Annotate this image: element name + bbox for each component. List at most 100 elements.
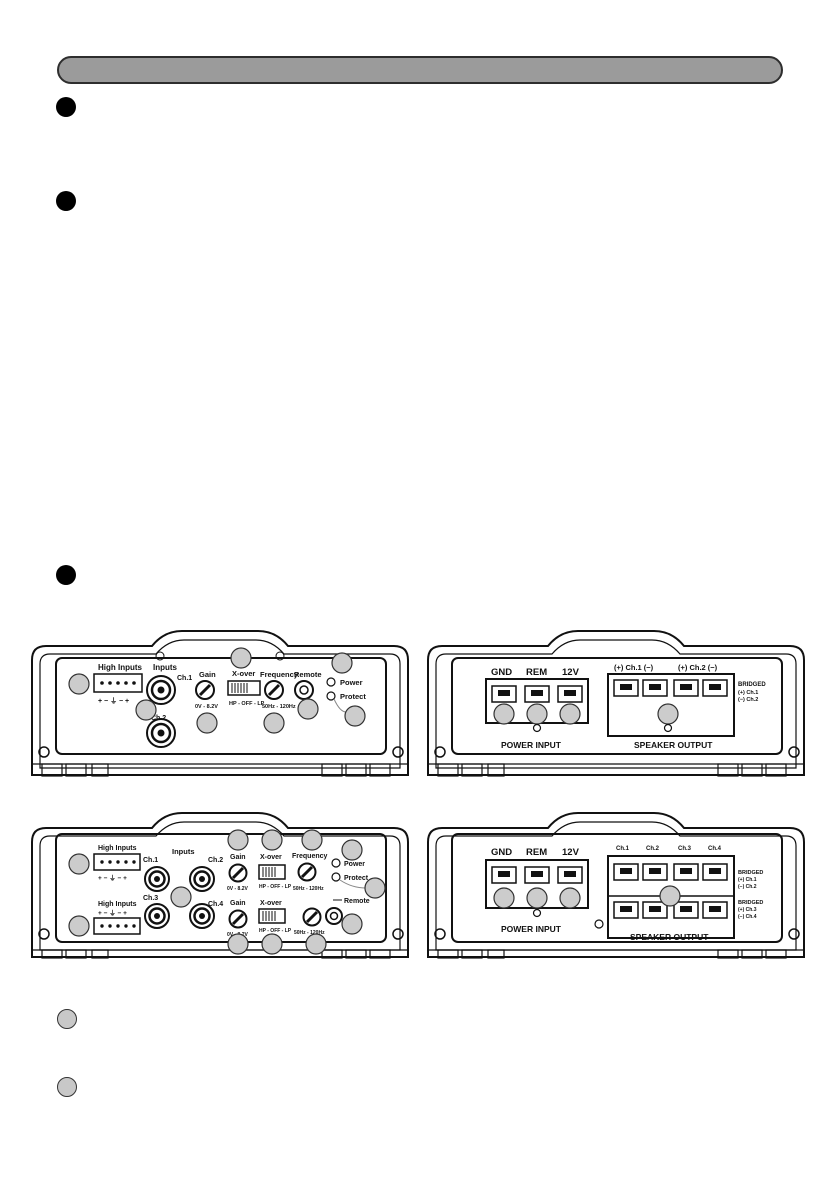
ch1-terminal-label: (+) Ch.1 (−)	[614, 663, 654, 672]
freq-range-2: 50Hz - 120Hz	[294, 930, 325, 936]
high-inputs-1-label: High Inputs	[98, 845, 137, 852]
callout-marker	[227, 829, 249, 851]
callout-marker	[135, 699, 157, 721]
ch4-terminal-label: Ch.4	[708, 846, 722, 852]
remote-label: Remote	[294, 670, 322, 679]
protect-led	[326, 691, 336, 701]
bridged-a-plus: (+) Ch.1	[738, 877, 757, 883]
bridged-b-label: BRIDGED	[738, 900, 763, 906]
callout-marker	[493, 887, 515, 909]
section-header-bar	[57, 56, 783, 84]
callout-marker	[263, 712, 285, 734]
ch2-terminal-label: (+) Ch.2 (−)	[678, 663, 718, 672]
freq-range: 50Hz - 120Hz	[262, 704, 296, 710]
legend-bullet-2	[57, 1077, 77, 1097]
amp-2ch-rear-panel: GND REM 12V POWER INPUT (+) Ch.1 (−) (+)…	[418, 630, 814, 780]
high-inputs-connector-1	[93, 853, 141, 871]
xover-2-label: X-over	[260, 900, 282, 907]
high-pins-2: + − ⏚ − +	[98, 909, 127, 917]
amp-4ch-rear-panel: GND REM 12V POWER INPUT Ch.1 Ch.2 Ch.3 C…	[418, 812, 814, 962]
callout-marker	[344, 705, 366, 727]
high-inputs-connector-2	[93, 917, 141, 935]
callout-marker	[68, 673, 90, 695]
frequency-label: Frequency	[260, 670, 299, 679]
12v-label: 12V	[562, 667, 580, 678]
callout-marker	[297, 698, 319, 720]
rem-label: REM	[526, 847, 547, 858]
gain-1-label: Gain	[230, 854, 246, 861]
power-led	[326, 677, 336, 687]
xover-1-label: X-over	[260, 854, 282, 861]
callout-marker	[657, 703, 679, 725]
power-input-label: POWER INPUT	[501, 924, 562, 934]
callout-marker	[227, 933, 249, 955]
protect-led	[331, 872, 341, 882]
bridged-minus-label: (−) Ch.2	[738, 697, 758, 703]
ch3-label: Ch.3	[143, 895, 158, 902]
callout-marker	[341, 913, 363, 935]
callout-marker	[230, 647, 252, 669]
callout-marker	[341, 839, 363, 861]
power-label: Power	[344, 861, 365, 868]
inputs-label: Inputs	[153, 663, 178, 672]
callout-marker	[526, 887, 548, 909]
ch1-terminal-label: Ch.1	[616, 846, 630, 852]
section-bullet-2	[56, 191, 76, 211]
xover-modes-2: HP - OFF - LP	[259, 928, 292, 934]
ch2-label: Ch.2	[151, 715, 166, 722]
callout-marker	[261, 933, 283, 955]
bridged-a-minus: (−) Ch.2	[738, 884, 757, 890]
callout-marker	[196, 712, 218, 734]
frequency-1-label: Frequency	[292, 853, 328, 860]
callout-marker	[301, 829, 323, 851]
callout-marker	[559, 703, 581, 725]
ch2-label: Ch.2	[208, 857, 223, 864]
legend-bullet-1	[57, 1009, 77, 1029]
bridged-b-minus: (−) Ch.4	[738, 914, 757, 920]
section-bullet-3	[56, 565, 76, 585]
ch3-terminal-label: Ch.3	[678, 846, 692, 852]
speaker-output-label: SPEAKER OUTPUT	[630, 932, 709, 942]
xover-label: X-over	[232, 669, 255, 678]
callout-marker	[305, 933, 327, 955]
ch4-label: Ch.4	[208, 901, 223, 908]
ch1-label: Ch.1	[177, 675, 192, 682]
callout-marker	[526, 703, 548, 725]
power-led	[331, 858, 341, 868]
bridged-label: BRIDGED	[738, 682, 766, 688]
remote-label: Remote	[344, 898, 370, 905]
section-bullet-1	[56, 97, 76, 117]
amp-2ch-front-panel: High Inputs + − ⏚ − + Inputs Ch.1 Ch.2 G…	[22, 630, 418, 780]
bridged-plus-label: (+) Ch.1	[738, 690, 758, 696]
power-label: Power	[340, 678, 363, 687]
callout-marker	[493, 703, 515, 725]
gain-2-label: Gain	[230, 900, 246, 907]
high-pins-1: + − ⏚ − +	[98, 874, 127, 882]
high-inputs-connector	[93, 673, 143, 693]
high-inputs-pins: + − ⏚ − +	[98, 697, 129, 705]
gain-label: Gain	[199, 670, 216, 679]
gain-range: 0V - 8.2V	[195, 704, 218, 710]
callout-marker	[261, 829, 283, 851]
callout-marker	[331, 652, 353, 674]
xover-modes: HP - OFF - LP	[229, 701, 265, 707]
gain-range-1: 0V - 8.2V	[227, 886, 249, 892]
protect-label: Protect	[340, 692, 366, 701]
xover-modes-1: HP - OFF - LP	[259, 884, 292, 890]
power-input-label: POWER INPUT	[501, 740, 562, 750]
callout-marker	[68, 853, 90, 875]
ch1-label: Ch.1	[143, 857, 158, 864]
speaker-output-label: SPEAKER OUTPUT	[634, 740, 713, 750]
gnd-label: GND	[491, 667, 512, 678]
inputs-label: Inputs	[172, 847, 195, 856]
freq-range-1: 50Hz - 120Hz	[293, 886, 324, 892]
protect-label: Protect	[344, 875, 369, 882]
callout-marker	[659, 885, 681, 907]
bridged-a-label: BRIDGED	[738, 870, 763, 876]
gnd-label: GND	[491, 847, 512, 858]
high-inputs-label: High Inputs	[98, 663, 143, 672]
callout-marker	[559, 887, 581, 909]
bridged-b-plus: (+) Ch.3	[738, 907, 757, 913]
callout-marker	[68, 915, 90, 937]
12v-label: 12V	[562, 847, 580, 858]
